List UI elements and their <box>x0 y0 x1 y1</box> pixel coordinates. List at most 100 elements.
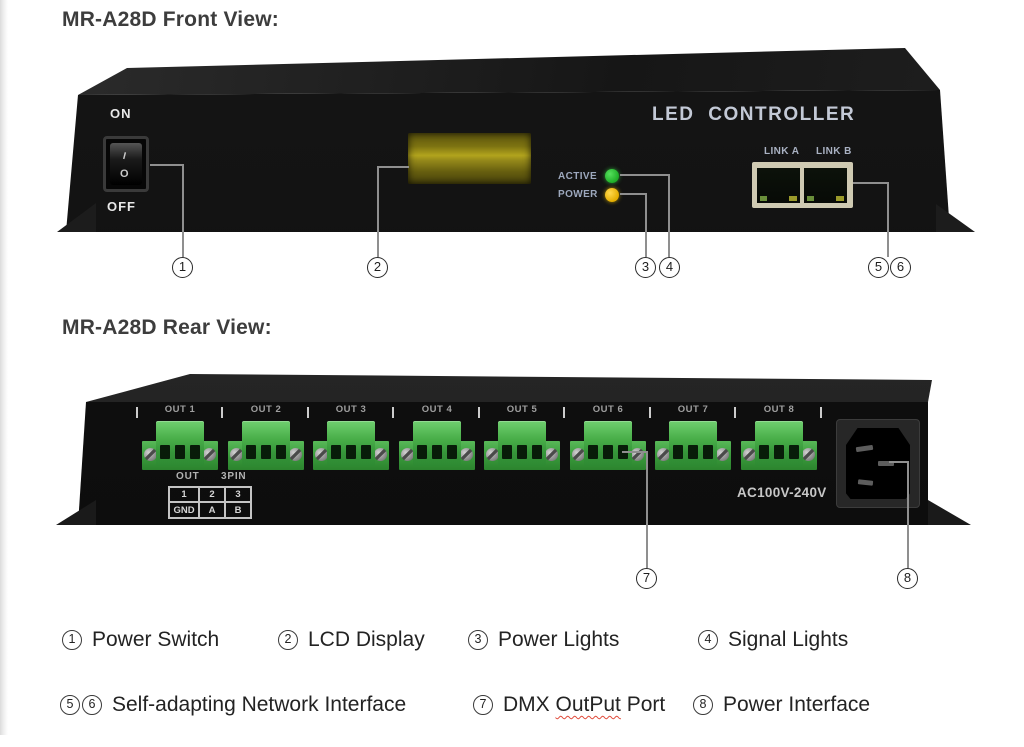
callout-line-3 <box>620 193 647 195</box>
power-led <box>605 188 619 202</box>
terminal-screw <box>289 448 302 461</box>
pinout-cell: 2 <box>199 487 225 502</box>
callout-line-5-6 <box>853 182 889 184</box>
legend-number-badge: 1 <box>62 630 82 650</box>
legend-item-signal-lights: 4 Signal Lights <box>698 628 848 652</box>
terminal-plug <box>327 421 375 466</box>
callout-line-4 <box>620 174 670 176</box>
out-tick <box>734 407 736 418</box>
terminal-label: OUT 3 <box>335 404 367 415</box>
terminal-screw <box>486 448 499 461</box>
port-pin-leds <box>760 196 797 201</box>
active-led-label: ACTIVE <box>558 171 598 182</box>
legend-item-lcd-display: 2 LCD Display <box>278 628 425 652</box>
terminal-hole <box>774 445 784 459</box>
terminal-plug <box>498 421 546 466</box>
callout-line-1 <box>182 164 184 257</box>
legend-label-misspelled-word: OutPut <box>555 693 621 716</box>
legend-item-dmx-output-port: 7 DMX OutPut Port <box>473 693 665 717</box>
terminal-screw <box>144 448 157 461</box>
terminal-hole <box>276 445 286 459</box>
callout-line-7 <box>646 451 648 568</box>
terminal-hole <box>432 445 442 459</box>
active-led <box>605 169 619 183</box>
port-pin-leds <box>807 196 844 201</box>
out-tick <box>221 407 223 418</box>
legend-number-badge: 6 <box>82 695 102 715</box>
legend-label: LCD Display <box>308 628 425 651</box>
switch-off-label: OFF <box>107 199 136 214</box>
pinout-cell: A <box>199 502 225 518</box>
terminal-hole <box>346 445 356 459</box>
callout-circle-6: 6 <box>890 257 911 278</box>
callout-line-5-6 <box>887 182 889 257</box>
inlet-pin-slot <box>878 461 894 466</box>
terminal-hole <box>532 445 542 459</box>
terminal-label: OUT 1 <box>164 404 196 415</box>
terminal-block: OUT 5 <box>484 404 562 476</box>
terminal-plug <box>156 421 204 466</box>
terminal-screw <box>374 448 387 461</box>
terminal-hole <box>261 445 271 459</box>
terminal-hole <box>759 445 769 459</box>
out-tick <box>478 407 480 418</box>
legend-label: Power Lights <box>498 628 620 651</box>
legend-item-power-switch: 1 Power Switch <box>62 628 219 652</box>
lcd-display <box>408 133 531 184</box>
terminal-hole <box>517 445 527 459</box>
terminal-plug <box>413 421 461 466</box>
terminal-hole <box>175 445 185 459</box>
legend-number-badge: 5 <box>60 695 80 715</box>
terminal-hole <box>688 445 698 459</box>
legend-label: Power Switch <box>92 628 220 651</box>
terminal-screw <box>802 448 815 461</box>
legend-item-power-lights: 3 Power Lights <box>468 628 619 652</box>
power-led-label: POWER <box>558 189 598 200</box>
terminal-block: OUT 3 <box>313 404 391 476</box>
terminal-screw <box>203 448 216 461</box>
callout-line-4 <box>668 174 670 257</box>
terminal-block: OUT 4 <box>399 404 477 476</box>
terminal-screw <box>743 448 756 461</box>
terminal-block: OUT 2 <box>228 404 306 476</box>
terminal-screw <box>401 448 414 461</box>
legend-label: Power Interface <box>723 693 871 716</box>
pinout-caption-3pin: 3PIN <box>221 471 247 482</box>
terminal-label: OUT 2 <box>250 404 282 415</box>
switch-on-label: ON <box>110 106 132 121</box>
pinout-cell: B <box>225 502 251 518</box>
legend-item-network-interface: 5 6 Self-adapting Network Interface <box>60 693 406 717</box>
legend-number-badge: 2 <box>278 630 298 650</box>
terminal-hole <box>447 445 457 459</box>
power-switch-rocker <box>110 143 142 185</box>
ac-rating-label: AC100V-240V <box>737 485 827 500</box>
page-edge-shading <box>0 0 8 735</box>
terminal-hole <box>703 445 713 459</box>
legend-item-power-interface: 8 Power Interface <box>693 693 870 717</box>
pinout-cell: 1 <box>169 487 199 502</box>
terminal-hole <box>190 445 200 459</box>
callout-circle-2: 2 <box>367 257 388 278</box>
terminal-block: OUT 1 <box>142 404 220 476</box>
pinout-cell: 3 <box>225 487 251 502</box>
terminal-block: OUT 8 <box>741 404 819 476</box>
terminal-label: OUT 8 <box>763 404 795 415</box>
terminal-hole <box>331 445 341 459</box>
callout-circle-3: 3 <box>635 257 656 278</box>
out-tick <box>307 407 309 418</box>
terminal-label: OUT 5 <box>506 404 538 415</box>
terminal-plug <box>669 421 717 466</box>
terminal-hole <box>789 445 799 459</box>
brand-text: LED CONTROLLER <box>652 104 856 125</box>
terminal-plug <box>584 421 632 466</box>
terminal-screw <box>572 448 585 461</box>
callout-circle-4: 4 <box>659 257 680 278</box>
terminal-screw <box>460 448 473 461</box>
legend-label-part: DMX <box>503 693 556 716</box>
pinout-caption-out: OUT <box>176 471 200 482</box>
pinout-table: 1 2 3 GND A B <box>168 486 252 519</box>
legend-number-badge: 3 <box>468 630 488 650</box>
front-view-title: MR-A28D Front View: <box>62 8 279 31</box>
terminal-hole <box>502 445 512 459</box>
